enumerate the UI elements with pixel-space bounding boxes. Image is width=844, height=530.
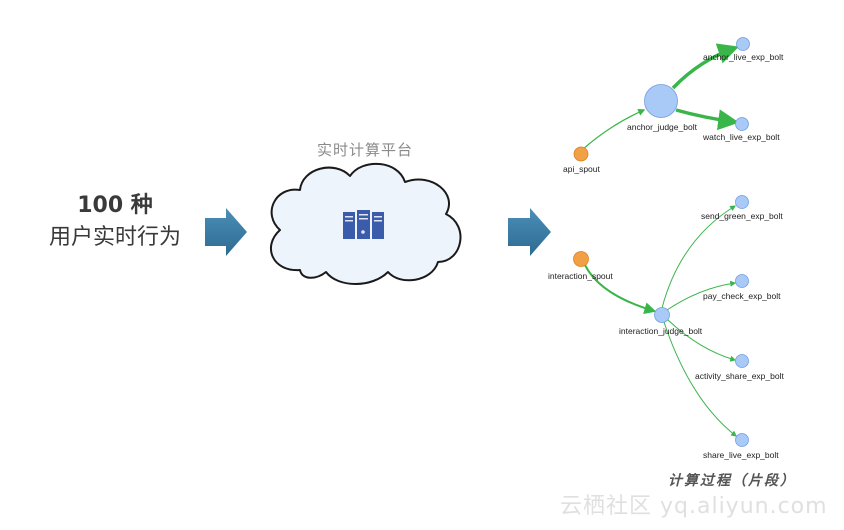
edge: [581, 109, 646, 151]
bolt-node: [735, 354, 749, 368]
figure-caption: 计算过程（片段）: [668, 473, 796, 489]
bolt-node: [735, 274, 749, 288]
spout-label: api_spout: [563, 164, 601, 174]
bolt-node: [735, 195, 749, 209]
judge-node: [654, 307, 670, 323]
bolt-label: pay_check_exp_bolt: [703, 291, 781, 301]
server-rack-icon: [343, 210, 384, 239]
input-desc-line: 用户实时行为: [48, 225, 181, 250]
platform-title: 实时计算平台: [316, 141, 413, 159]
right-arrow-icon: [205, 208, 247, 256]
edge: [584, 264, 657, 315]
right-arrow-icon: [508, 208, 551, 256]
bolt-label: anchor_live_exp_bolt: [703, 52, 784, 62]
edge: [666, 280, 737, 311]
lower-topology: interaction_spout interaction_judge_bolt…: [548, 195, 784, 460]
bolt-label: watch_live_exp_bolt: [702, 132, 780, 142]
bolt-label: activity_share_exp_bolt: [695, 371, 784, 381]
judge-label: anchor_judge_bolt: [627, 122, 698, 132]
bolt-node: [735, 433, 749, 447]
bolt-node: [735, 117, 749, 131]
input-count-line: 100 种: [77, 193, 153, 218]
spout-label: interaction_spout: [548, 271, 613, 281]
edge: [671, 43, 739, 90]
edge: [661, 205, 737, 309]
upper-topology: api_spout anchor_judge_bolt anchor_live_…: [563, 37, 784, 174]
watermark: 云栖社区 yq.aliyun.com: [560, 494, 828, 519]
judge-node: [644, 84, 678, 118]
bolt-label: share_live_exp_bolt: [703, 450, 779, 460]
edge: [675, 108, 740, 131]
edge: [667, 319, 737, 362]
spout-node: [573, 251, 589, 267]
edge: [663, 321, 737, 437]
bolt-node: [736, 37, 750, 51]
input-description: 100 种 用户实时行为: [30, 190, 200, 254]
judge-label: interaction_judge_bolt: [619, 326, 703, 336]
spout-node: [573, 146, 589, 162]
bolt-label: send_green_exp_bolt: [701, 211, 783, 221]
